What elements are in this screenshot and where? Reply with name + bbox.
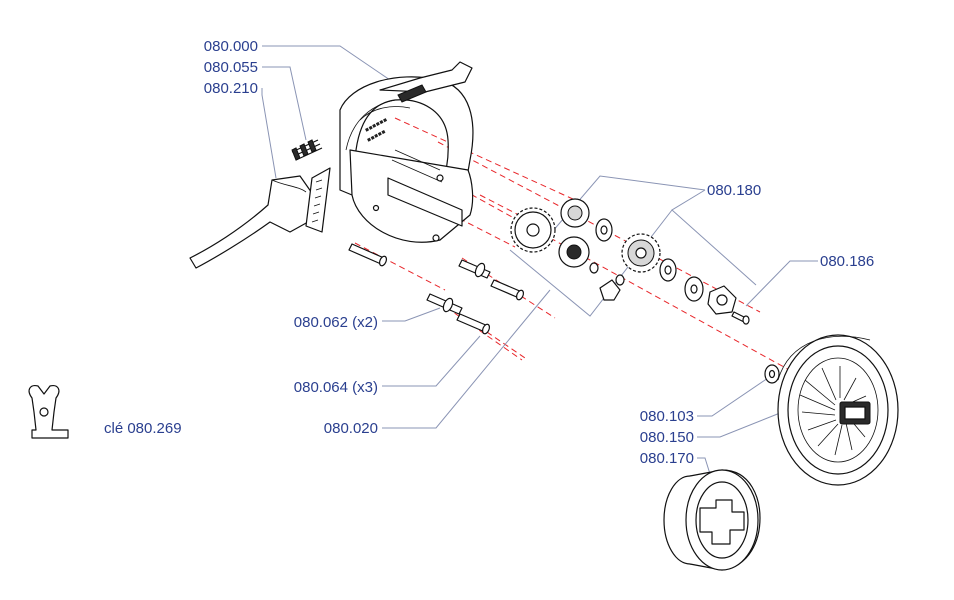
pin-062-b — [426, 293, 463, 315]
spacer — [615, 274, 625, 286]
label-pin-x2: 080.062 (x2) — [294, 314, 378, 331]
lever-edge — [271, 179, 307, 193]
frame-hole — [436, 174, 444, 182]
frame-badge — [397, 84, 427, 103]
frame-edge — [394, 149, 441, 171]
washer-a — [595, 218, 613, 242]
frame-part: ▪▪▪▪▪▪ ▪▪▪▪▪ — [339, 61, 474, 243]
lever-body — [189, 175, 315, 269]
leader-screw — [745, 260, 818, 307]
spool-rim-inner — [787, 345, 889, 475]
washer-c — [684, 276, 704, 302]
lever-teeth — [311, 179, 323, 223]
leader-lever — [261, 88, 277, 179]
drum-part — [663, 469, 761, 571]
axis-line — [429, 295, 523, 361]
gear-small-a — [560, 198, 590, 228]
leader-plate — [382, 289, 551, 429]
label-lever: 080.210 — [204, 80, 258, 97]
label-spool: 080.150 — [640, 429, 694, 446]
leader-spring — [262, 66, 307, 141]
axis-line — [354, 242, 446, 291]
frame-handle — [379, 61, 473, 93]
screw-part — [731, 311, 750, 325]
label-washer: 080.103 — [640, 408, 694, 425]
leader-pin-x2 — [382, 307, 441, 322]
frame-hole — [372, 204, 380, 212]
leader-frame — [262, 45, 391, 81]
gear-set-part — [510, 198, 737, 315]
leader-gear-set-b — [671, 189, 757, 286]
spring-coil-fill — [291, 139, 317, 161]
spacer — [589, 262, 599, 274]
washer-part — [764, 364, 780, 384]
pin-064-a — [458, 259, 491, 279]
drum-gear-window — [699, 499, 745, 545]
sprocket-large — [510, 207, 556, 253]
pin-064-b — [490, 279, 525, 301]
lever-part — [189, 167, 331, 269]
washer-b — [659, 258, 677, 282]
pawl — [599, 279, 621, 301]
gear-toothed — [621, 233, 661, 273]
pin-062-a — [348, 243, 388, 267]
leader-spool — [697, 404, 801, 438]
lever-ratchet — [305, 167, 331, 233]
label-pin-x3: 080.064 (x3) — [294, 379, 378, 396]
leader-washer — [697, 377, 769, 417]
frame-hole — [432, 234, 440, 242]
spool-part — [777, 334, 899, 486]
key-part — [28, 385, 69, 439]
leader-pin-x3 — [382, 335, 481, 387]
frame-edge — [345, 99, 397, 151]
label-key: clé 080.269 — [104, 420, 182, 437]
label-drum: 080.170 — [640, 450, 694, 467]
frame-edge — [359, 106, 411, 121]
label-frame: 080.000 — [204, 38, 258, 55]
key-hole — [39, 407, 49, 417]
pins — [348, 243, 525, 335]
frame-edge — [391, 159, 443, 183]
gear-small-b — [558, 236, 590, 268]
nut — [707, 285, 737, 315]
label-plate: 080.020 — [324, 420, 378, 437]
spring-part — [291, 139, 323, 161]
axis-line — [394, 117, 576, 201]
frame-base-slot — [387, 177, 463, 227]
label-screw: 080.186 — [820, 253, 874, 270]
label-spring: 080.055 — [204, 59, 258, 76]
label-gear-set: 080.180 — [707, 182, 761, 199]
pin-064-c — [456, 313, 491, 335]
part-labels: 080.000 080.055 080.210 080.180 080.186 … — [104, 38, 874, 467]
